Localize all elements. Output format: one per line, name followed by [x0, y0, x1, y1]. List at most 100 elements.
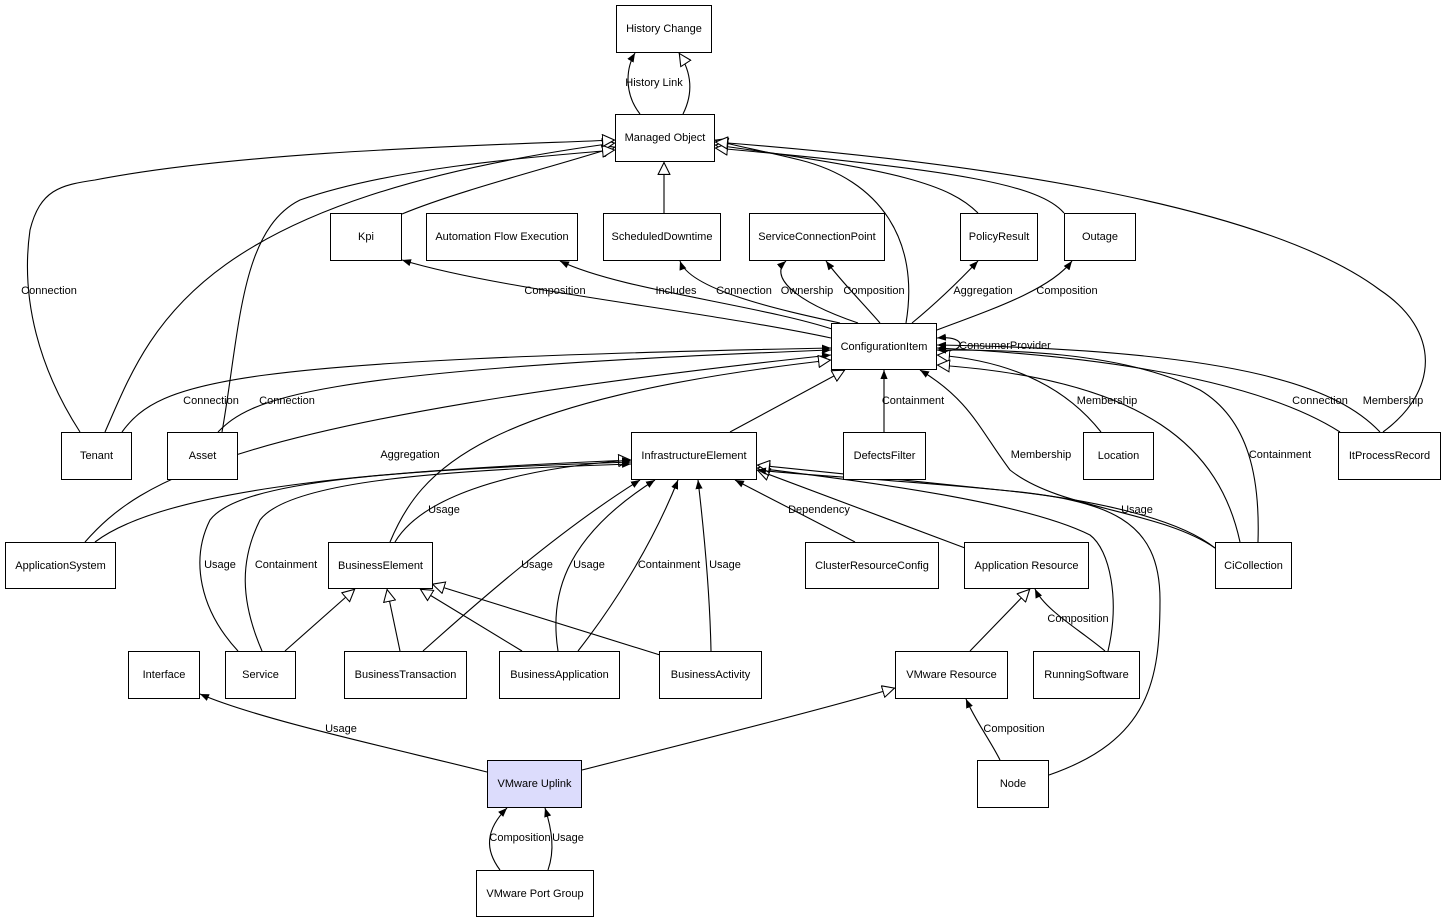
node-business-activity[interactable]: BusinessActivity [659, 651, 762, 699]
edge-label: Aggregation [953, 285, 1012, 297]
node-kpi[interactable]: Kpi [330, 213, 402, 261]
edge-tenant-to-managed-object [104, 143, 615, 433]
node-cluster-resource-config[interactable]: ClusterResourceConfig [805, 542, 939, 589]
edge-label: Ownership [781, 285, 834, 297]
edge-business-application-to-business-element [420, 588, 523, 652]
edge-label: Composition [843, 285, 904, 297]
edge-label: Usage [521, 559, 553, 571]
edge-business-application-to-infrastructure-element [555, 479, 656, 652]
node-ci-collection[interactable]: CiCollection [1215, 542, 1292, 589]
edge-label: Usage [428, 504, 460, 516]
node-service[interactable]: Service [225, 651, 296, 699]
edge-label: Connection [259, 395, 315, 407]
node-label: CiCollection [1224, 559, 1283, 572]
edge-label: Composition [983, 723, 1044, 735]
node-label: VMware Resource [906, 669, 997, 681]
node-label: History Change [626, 23, 702, 35]
edge-outage-to-managed-object [715, 148, 1065, 214]
edge-service-to-infrastructure-element [244, 460, 632, 652]
edge-label: Usage [709, 559, 741, 571]
node-label: ScheduledDowntime [611, 231, 713, 243]
edge-tenant-to-managed-object [26, 140, 615, 433]
edge-application-system-to-configuration-item [84, 352, 832, 543]
edge-label: Usage [573, 559, 605, 571]
node-label: BusinessTransaction [354, 669, 457, 681]
edge-business-element-to-configuration-item [389, 360, 831, 543]
edge-ci-collection-to-configuration-item [936, 346, 1259, 543]
edge-history-change-to-managed-object [678, 53, 690, 115]
node-application-system[interactable]: ApplicationSystem [5, 542, 116, 589]
node-location[interactable]: Location [1083, 432, 1154, 480]
edge-label: Composition [524, 285, 585, 297]
node-label: ApplicationSystem [15, 559, 106, 572]
edge-it-process-record-to-managed-object [715, 142, 1426, 433]
node-label: Outage [1081, 231, 1119, 243]
node-label: Kpi [358, 231, 374, 243]
edge-asset-to-configuration-item [217, 346, 832, 433]
edge-label: Composition [489, 832, 550, 844]
edge-running-software-to-infrastructure-element [757, 468, 1114, 652]
edge-running-software-to-application-resource [1034, 588, 1106, 652]
node-asset[interactable]: Asset [167, 432, 238, 480]
edge-configuration-item-to-managed-object [715, 140, 910, 324]
edge-cluster-resource-config-to-infrastructure-element [734, 479, 856, 543]
edge-vmware-port-group-to-vmware-uplink [544, 807, 553, 871]
edge-managed-object-to-history-change [627, 52, 641, 115]
node-tenant[interactable]: Tenant [61, 432, 132, 480]
node-vmware-uplink[interactable]: VMware Uplink [487, 760, 582, 808]
node-policy-result[interactable]: PolicyResult [960, 213, 1038, 261]
node-running-software[interactable]: RunningSoftware [1033, 651, 1140, 699]
edge-business-transaction-to-infrastructure-element [422, 479, 641, 652]
node-interface[interactable]: Interface [128, 651, 200, 699]
node-label: Node [999, 778, 1027, 790]
node-label: DefectsFilter [853, 450, 916, 462]
edge-vmware-uplink-to-interface [199, 693, 488, 773]
edge-it-process-record-to-configuration-item [936, 341, 1381, 433]
node-label: Managed Object [624, 132, 706, 144]
node-label: PolicyResult [968, 231, 1030, 243]
edge-label: Membership [1077, 395, 1138, 407]
node-label: InfrastructureElement [641, 450, 747, 462]
edge-ci-collection-to-infrastructure-element [756, 467, 1216, 549]
edge-service-to-infrastructure-element [199, 458, 632, 652]
node-vmware-port-group[interactable]: VMware Port Group [476, 870, 594, 917]
node-business-application[interactable]: BusinessApplication [499, 651, 620, 699]
edge-label: Connection [183, 395, 239, 407]
node-service-connection-point[interactable]: ServiceConnectionPoint [749, 213, 885, 261]
edge-label: Connection [1292, 395, 1348, 407]
edge-label: Composition [1036, 285, 1097, 297]
node-defects-filter[interactable]: DefectsFilter [843, 432, 926, 480]
edge-label: Composition [1047, 613, 1108, 625]
node-label: VMware Port Group [486, 887, 584, 900]
node-label: ItProcessRecord [1348, 450, 1431, 462]
node-label: RunningSoftware [1044, 669, 1129, 681]
node-application-resource[interactable]: Application Resource [964, 542, 1089, 589]
node-business-transaction[interactable]: BusinessTransaction [344, 651, 467, 699]
node-scheduled-downtime[interactable]: ScheduledDowntime [603, 213, 721, 261]
node-business-element[interactable]: BusinessElement [328, 542, 433, 589]
edge-label: Containment [1249, 449, 1311, 461]
node-history-change[interactable]: History Change [616, 5, 712, 53]
edge-business-activity-to-infrastructure-element [695, 479, 712, 652]
edge-configuration-item-to-kpi [401, 259, 832, 339]
node-vmware-resource[interactable]: VMware Resource [895, 651, 1008, 699]
node-automation-flow-execution[interactable]: Automation Flow Execution [426, 213, 578, 261]
edge-label: Usage [1121, 504, 1153, 516]
node-label: ServiceConnectionPoint [758, 231, 876, 243]
node-managed-object[interactable]: Managed Object [615, 114, 715, 162]
node-outage[interactable]: Outage [1064, 213, 1136, 261]
node-label: ConfigurationItem [840, 340, 928, 353]
node-label: Automation Flow Execution [435, 231, 569, 243]
node-configuration-item[interactable]: ConfigurationItem [831, 323, 937, 370]
edge-label: Dependency [788, 504, 850, 516]
node-node[interactable]: Node [977, 760, 1049, 808]
node-it-process-record[interactable]: ItProcessRecord [1338, 432, 1441, 480]
node-infrastructure-element[interactable]: InfrastructureElement [631, 432, 757, 480]
edge-business-activity-to-business-element [432, 584, 661, 656]
edge-ci-collection-to-configuration-item [919, 369, 1216, 549]
edge-vmware-resource-to-application-resource [969, 589, 1030, 652]
edge-vmware-uplink-to-vmware-resource [581, 688, 895, 771]
edge-infrastructure-element-to-configuration-item [729, 369, 845, 433]
edge-business-element-to-infrastructure-element [394, 457, 632, 543]
